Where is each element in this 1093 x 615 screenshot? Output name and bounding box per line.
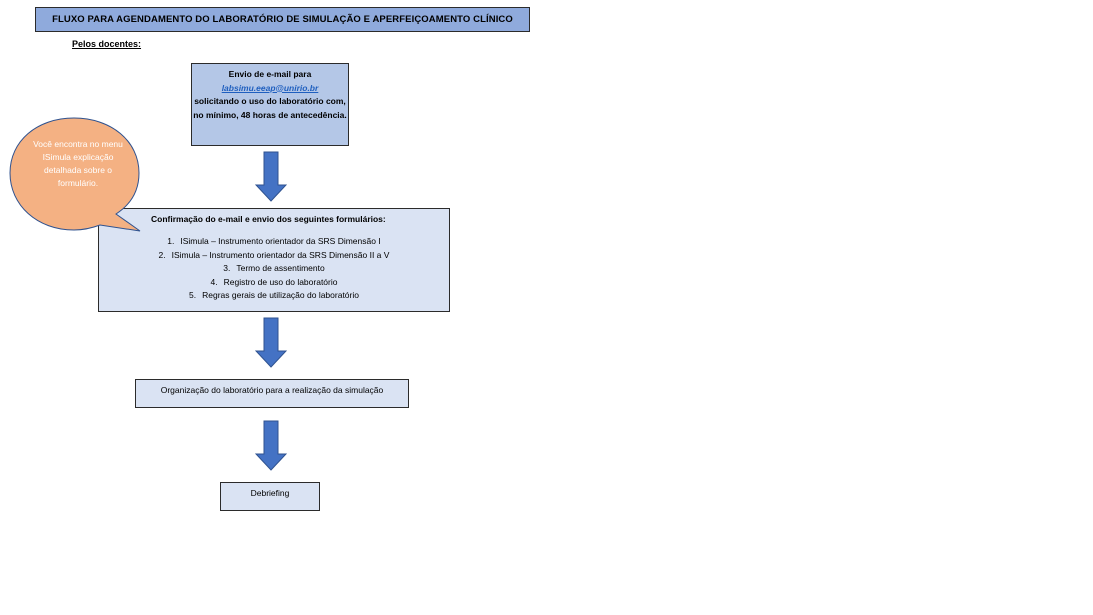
down-arrow-1 [255, 151, 287, 202]
forms-list-item: 3.Termo de assentimento [223, 263, 325, 273]
flowchart-title-text: FLUXO PARA AGENDAMENTO DO LABORATÓRIO DE… [52, 14, 513, 25]
email-link[interactable]: labsimu.eeap@unirio.br [221, 82, 319, 93]
forms-list-item: 2.ISimula – Instrumento orientador da SR… [158, 249, 390, 260]
speech-bubble-callout [9, 117, 141, 232]
step-organize-lab: Organização do laboratório para a realiz… [135, 379, 409, 408]
step-send-email-line2: solicitando o uso do laboratório com, no… [193, 96, 347, 120]
step-send-email: Envio de e-mail para labsimu.eeap@unirio… [191, 63, 349, 146]
down-arrow-3 [255, 420, 287, 471]
down-arrow-2 [255, 317, 287, 368]
step-send-email-line1: Envio de e-mail para [228, 69, 312, 79]
forms-list-item: 1.ISimula – Instrumento orientador da SR… [167, 236, 381, 246]
callout-text: Você encontra no menu ISimula explicação… [33, 139, 123, 188]
step-organize-lab-text: Organização do laboratório para a realiz… [160, 385, 384, 395]
subtitle: Pelos docentes: [72, 39, 142, 49]
step-debriefing: Debriefing [220, 482, 320, 511]
step-debriefing-text: Debriefing [250, 488, 290, 498]
step-confirm-forms: Confirmação do e-mail e envio dos seguin… [98, 208, 450, 312]
step-confirm-forms-heading: Confirmação do e-mail e envio dos seguin… [151, 214, 386, 224]
forms-list: 1.ISimula – Instrumento orientador da SR… [99, 235, 449, 303]
flowchart-title: FLUXO PARA AGENDAMENTO DO LABORATÓRIO DE… [35, 7, 530, 32]
forms-list-item: 4.Registro de uso do laboratório [210, 276, 338, 287]
forms-list-item: 5.Regras gerais de utilização do laborat… [189, 290, 359, 300]
